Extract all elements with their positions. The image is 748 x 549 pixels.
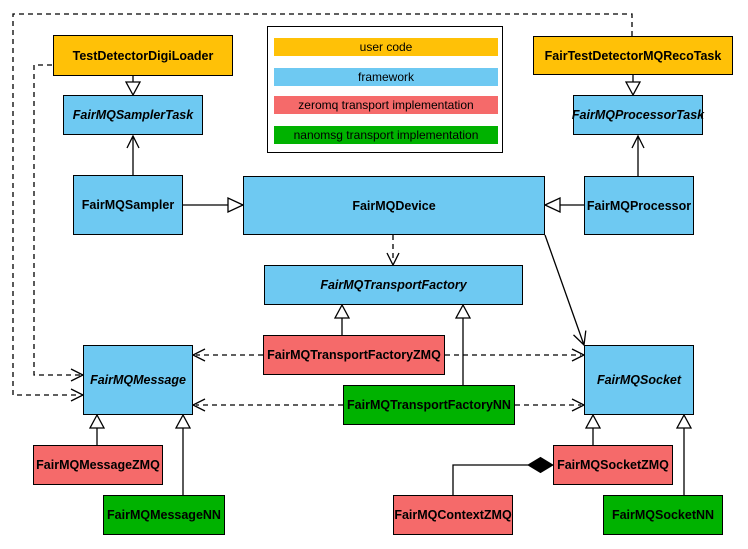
node-fairmq-message-nn: FairMQMessageNN bbox=[103, 495, 225, 535]
legend-label: nanomsg transport implementation bbox=[293, 128, 479, 142]
legend: user code framework zeromq transport imp… bbox=[267, 26, 503, 153]
node-fairmq-sampler: FairMQSampler bbox=[73, 175, 183, 235]
edge-gen-processor-device bbox=[543, 196, 584, 214]
edge-gen-sampler-device bbox=[183, 196, 245, 214]
node-label: FairMQSamplerTask bbox=[72, 108, 194, 122]
node-label: FairMQSocket bbox=[596, 373, 682, 387]
legend-item-nanomsg: nanomsg transport implementation bbox=[274, 126, 498, 144]
legend-item-framework: framework bbox=[274, 68, 498, 86]
node-fairmq-context-zmq: FairMQContextZMQ bbox=[393, 495, 513, 535]
edge-dep-tfzmq-message bbox=[191, 348, 263, 362]
node-fairmq-socket-zmq: FairMQSocketZMQ bbox=[553, 445, 673, 485]
edge-gen-messagezmq-message bbox=[88, 413, 106, 445]
edge-dep-tfzmq-socket bbox=[445, 348, 586, 362]
edge-arrow-processor-processortask bbox=[631, 134, 645, 176]
node-label: FairMQContextZMQ bbox=[394, 508, 512, 522]
node-fairmq-socket: FairMQSocket bbox=[584, 345, 694, 415]
node-fairmq-message: FairMQMessage bbox=[83, 345, 193, 415]
legend-label: zeromq transport implementation bbox=[298, 98, 474, 112]
node-label: FairTestDetectorMQRecoTask bbox=[544, 48, 722, 63]
node-fairmq-sampler-task: FairMQSamplerTask bbox=[63, 95, 203, 135]
edge-arrow-device-socket bbox=[544, 234, 587, 347]
edge-comp-socketzmq-contextzmq bbox=[452, 456, 554, 495]
node-fairmq-transport-factory-nn: FairMQTransportFactoryNN bbox=[343, 385, 515, 425]
node-label: FairMQProcessor bbox=[586, 198, 692, 213]
edge-arrow-sampler-samplertask bbox=[126, 134, 140, 175]
node-label: FairMQTransportFactoryNN bbox=[347, 398, 511, 412]
edge-gen-digiloader-samplertask bbox=[124, 76, 142, 97]
node-label: FairMQMessageZMQ bbox=[36, 458, 160, 472]
edge-gen-socketzmq-socket bbox=[584, 413, 602, 445]
edge-dep-device-transportfactory bbox=[386, 235, 400, 267]
node-label: FairMQProcessorTask bbox=[571, 108, 705, 122]
edge-gen-socketnn-socket bbox=[675, 413, 693, 495]
edge-dep-tfnn-message bbox=[191, 398, 343, 412]
edge-gen-tfzmq-transportfactory bbox=[333, 303, 351, 335]
node-fairmq-transport-factory: FairMQTransportFactory bbox=[264, 265, 523, 305]
node-fairmq-transport-factory-zmq: FairMQTransportFactoryZMQ bbox=[263, 335, 445, 375]
node-label: FairMQSampler bbox=[81, 198, 175, 212]
node-label: FairMQMessageNN bbox=[107, 508, 221, 522]
legend-item-zeromq: zeromq transport implementation bbox=[274, 96, 498, 114]
legend-label: framework bbox=[357, 70, 414, 84]
node-fairmq-socket-nn: FairMQSocketNN bbox=[603, 495, 723, 535]
node-test-detector-digi-loader: TestDetectorDigiLoader bbox=[53, 35, 233, 76]
node-fair-test-detector-mq-reco-task: FairTestDetectorMQRecoTask bbox=[533, 36, 733, 75]
node-label: FairMQDevice bbox=[352, 198, 436, 213]
node-fairmq-processor-task: FairMQProcessorTask bbox=[571, 95, 705, 135]
node-label: TestDetectorDigiLoader bbox=[72, 48, 214, 63]
edge-gen-recotask-processortask bbox=[624, 75, 642, 97]
legend-label: user code bbox=[359, 40, 413, 54]
node-label: FairMQMessage bbox=[90, 373, 186, 387]
node-fairmq-processor: FairMQProcessor bbox=[584, 176, 694, 235]
node-label: FairMQSocketNN bbox=[611, 508, 715, 522]
node-fairmq-device: FairMQDevice bbox=[243, 176, 545, 235]
legend-item-user-code: user code bbox=[274, 38, 498, 56]
node-label: FairMQTransportFactory bbox=[320, 278, 467, 292]
node-label: FairMQTransportFactoryZMQ bbox=[267, 348, 441, 362]
edge-dep-tfnn-socket bbox=[515, 398, 586, 412]
edge-gen-messagenn-message bbox=[174, 413, 192, 495]
node-label: FairMQSocketZMQ bbox=[557, 458, 669, 472]
node-fairmq-message-zmq: FairMQMessageZMQ bbox=[33, 445, 163, 485]
edge-gen-tfnn-transportfactory bbox=[454, 303, 472, 385]
